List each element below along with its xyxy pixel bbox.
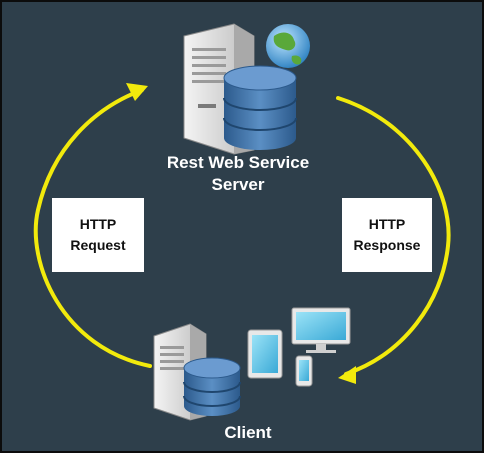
request-line2: Request [70, 237, 126, 253]
server-label-line1: Rest Web Service [166, 153, 310, 172]
http-response-box: HTTP Response [342, 198, 432, 272]
client-label: Client [224, 423, 272, 442]
request-arrow [33, 83, 152, 368]
monitor-icon [291, 307, 351, 353]
response-arrow [336, 96, 451, 384]
database-icon [223, 65, 297, 150]
globe-icon [266, 24, 310, 68]
tablet-icon [247, 329, 283, 379]
server-label: Rest Web Service Server [138, 152, 338, 196]
http-request-box: HTTP Request [52, 198, 144, 272]
response-line1: HTTP [368, 216, 406, 232]
database-icon [183, 357, 241, 416]
phone-icon [295, 355, 313, 387]
server-label-line2: Server [211, 175, 265, 194]
response-line2: Response [353, 237, 421, 253]
request-line1: HTTP [79, 216, 117, 232]
